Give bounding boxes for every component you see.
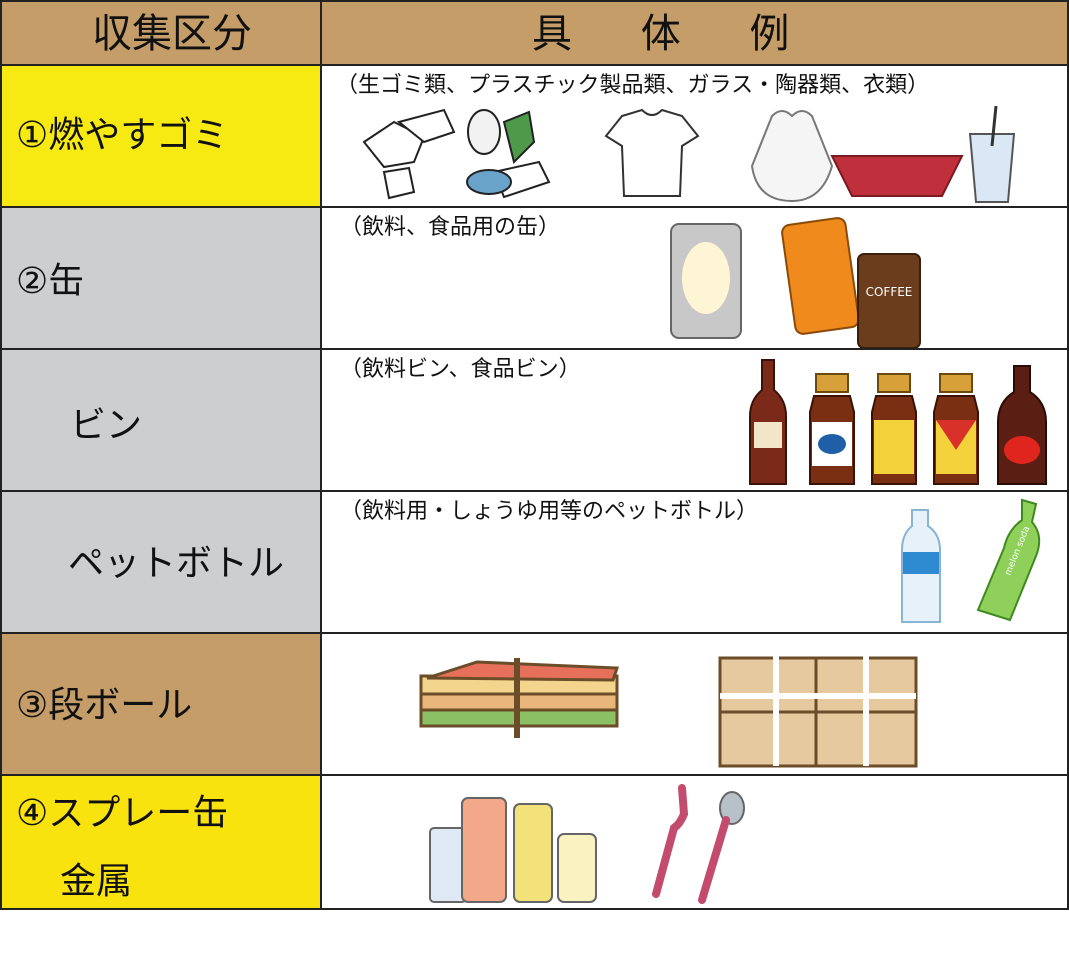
category-cell-bottles: ビン [0,348,322,492]
category-metal: 金属 [60,861,133,902]
description-bottles: （飲料ビン、食品ビン） [340,357,581,382]
examples-cell-burnable: （生ゴミ類、プラスチック製品類、ガラス・陶器類、衣類） [320,64,1069,208]
header-examples-cell: 具 体 例 [320,0,1069,66]
examples-cell-cans: （飲料、食品用の缶） COFFEE [320,206,1069,350]
plastic-bag-icon [750,110,834,203]
header-examples: 具 体 例 [532,11,818,57]
header-category-cell: 収集区分 [0,0,322,66]
category-cell-cans: ②缶 [0,206,322,350]
header-category: 収集区分 [92,11,252,57]
cup-icon [968,105,1016,203]
yellow-label-bottle-icon [871,373,917,485]
description-cans: （飲料、食品用の缶） [340,215,561,240]
category-cell-spray: ④スプレー缶 金属 [0,774,322,910]
category-cell-cardboard: ③段ボール [0,632,322,776]
category-burnable: ①燃やすゴミ [16,115,229,156]
magazine-bundle-icon [419,658,620,738]
blue-label-bottle-icon [809,373,855,485]
category-cell-burnable: ①燃やすゴミ [0,64,322,208]
tray-icon [830,155,964,197]
examples-cell-cardboard [320,632,1069,776]
silver-can-icon [670,223,742,339]
spray-can-icon [429,797,597,903]
examples-cell-bottles: （飲料ビン、食品ビン） [320,348,1069,492]
fork-icon [652,784,689,898]
category-cell-pet: ペットボトル [0,490,322,634]
description-pet: （飲料用・しょうゆ用等のペットボトル） [340,499,759,524]
red-cap-bottle-icon [997,365,1047,485]
brown-bottle-icon [749,359,787,485]
category-bottles: ビン [70,405,143,446]
coffee-label: COFFEE [866,285,913,299]
red-label-bottle-icon [933,373,979,485]
garbage-icon [362,108,551,200]
tshirt-icon [604,108,700,197]
coffee-can-icon: COFFEE [857,253,921,349]
examples-cell-spray [320,774,1069,910]
orange-can-icon [781,217,860,335]
soda-bottle-icon: melon soda [976,498,1041,622]
category-cardboard: ③段ボール [16,685,193,726]
category-cans: ②缶 [16,261,85,302]
description-burnable: （生ゴミ類、プラスチック製品類、ガラス・陶器類、衣類） [336,73,930,98]
garbage-table: 収集区分 具 体 例 ①燃やすゴミ （生ゴミ類、プラスチック製品類、ガラス・陶器… [0,0,1069,910]
water-bottle-icon [901,509,941,623]
spoon-icon [698,791,745,904]
cardboard-bundle-icon [718,648,918,768]
examples-cell-pet: （飲料用・しょうゆ用等のペットボトル） melon soda [320,490,1069,634]
category-spray: ④スプレー缶 [16,793,229,834]
category-pet: ペットボトル [68,543,285,584]
